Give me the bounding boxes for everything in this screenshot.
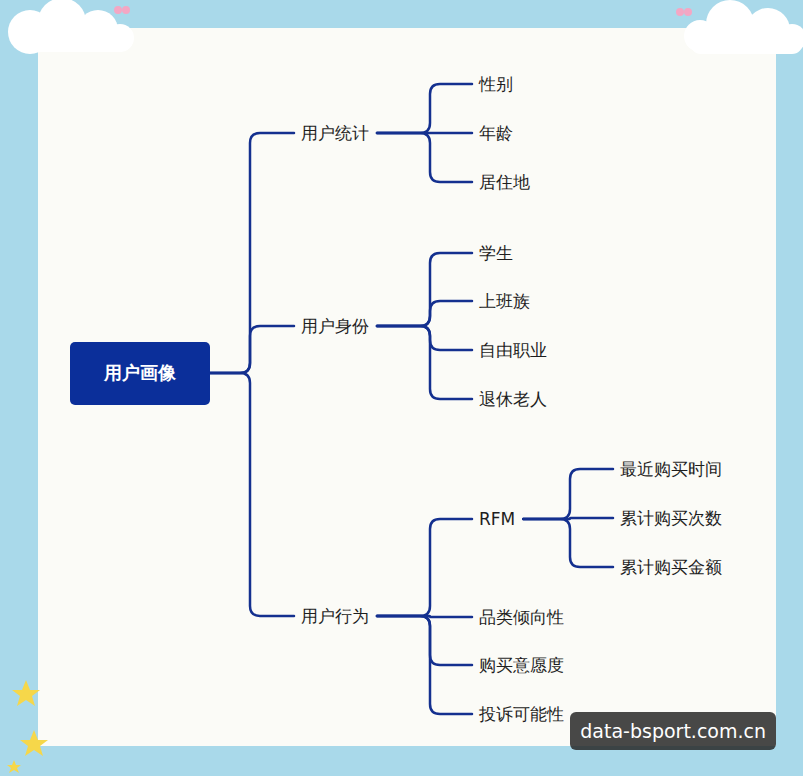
root-title: 用户画像 xyxy=(104,362,176,384)
branch-connector xyxy=(377,616,472,714)
hearts xyxy=(114,6,692,16)
node-text: 投诉可能性 xyxy=(479,703,564,725)
node-text: 累计购买金额 xyxy=(620,556,722,578)
branch-connector xyxy=(523,469,613,519)
node-text: 性别 xyxy=(479,73,513,95)
branch-node: 居住地 xyxy=(475,169,534,195)
branch-connector xyxy=(377,326,472,350)
node-text: 用户行为 xyxy=(301,605,369,627)
node-text: 年龄 xyxy=(479,122,513,144)
branch-node: 自由职业 xyxy=(475,337,551,363)
branch-connector xyxy=(377,301,472,326)
node-text: 居住地 xyxy=(479,171,530,193)
branch-connector xyxy=(210,373,294,616)
cloud-right xyxy=(684,0,803,54)
node-text: 上班族 xyxy=(479,290,530,312)
node-text: 用户统计 xyxy=(301,122,369,144)
branch-connector xyxy=(377,253,472,326)
branch-node: 退休老人 xyxy=(475,386,551,412)
branch-connector xyxy=(523,519,613,567)
branch-node: 累计购买次数 xyxy=(616,505,726,531)
white-panel xyxy=(38,28,776,746)
watermark: data-bsport.com.cn xyxy=(570,712,776,750)
branch-node: 用户身份 xyxy=(297,313,373,339)
branch-connector xyxy=(210,133,294,373)
branch-node: 年龄 xyxy=(475,120,517,146)
branch-node: 品类倾向性 xyxy=(475,604,568,630)
branch-connector xyxy=(377,519,472,616)
node-text: 购买意愿度 xyxy=(479,654,564,676)
branch-node: 购买意愿度 xyxy=(475,652,568,678)
branch-node: 投诉可能性 xyxy=(475,701,568,727)
branch-node: 上班族 xyxy=(475,288,534,314)
node-text: 最近购买时间 xyxy=(620,458,722,480)
branch-node: 累计购买金额 xyxy=(616,554,726,580)
branch-connector xyxy=(377,84,472,133)
branch-node: 最近购买时间 xyxy=(616,456,726,482)
node-text: 自由职业 xyxy=(479,339,547,361)
branch-node: 性别 xyxy=(475,71,517,97)
cloud-left xyxy=(8,0,134,54)
branch-node: 用户统计 xyxy=(297,120,373,146)
node-text: 学生 xyxy=(479,242,513,264)
branch-connector xyxy=(377,326,472,399)
node-text: 累计购买次数 xyxy=(620,507,722,529)
node-text: 品类倾向性 xyxy=(479,606,564,628)
branch-node: RFM xyxy=(475,506,519,532)
stars xyxy=(7,680,48,773)
node-text: RFM xyxy=(479,508,515,530)
branch-node: 学生 xyxy=(475,240,517,266)
branch-connector xyxy=(377,616,472,665)
branch-node: 用户行为 xyxy=(297,603,373,629)
node-text: 退休老人 xyxy=(479,388,547,410)
branch-connector xyxy=(377,133,472,182)
branch-connector xyxy=(210,326,294,373)
root-box: 用户画像 xyxy=(70,342,210,405)
node-text: 用户身份 xyxy=(301,315,369,337)
